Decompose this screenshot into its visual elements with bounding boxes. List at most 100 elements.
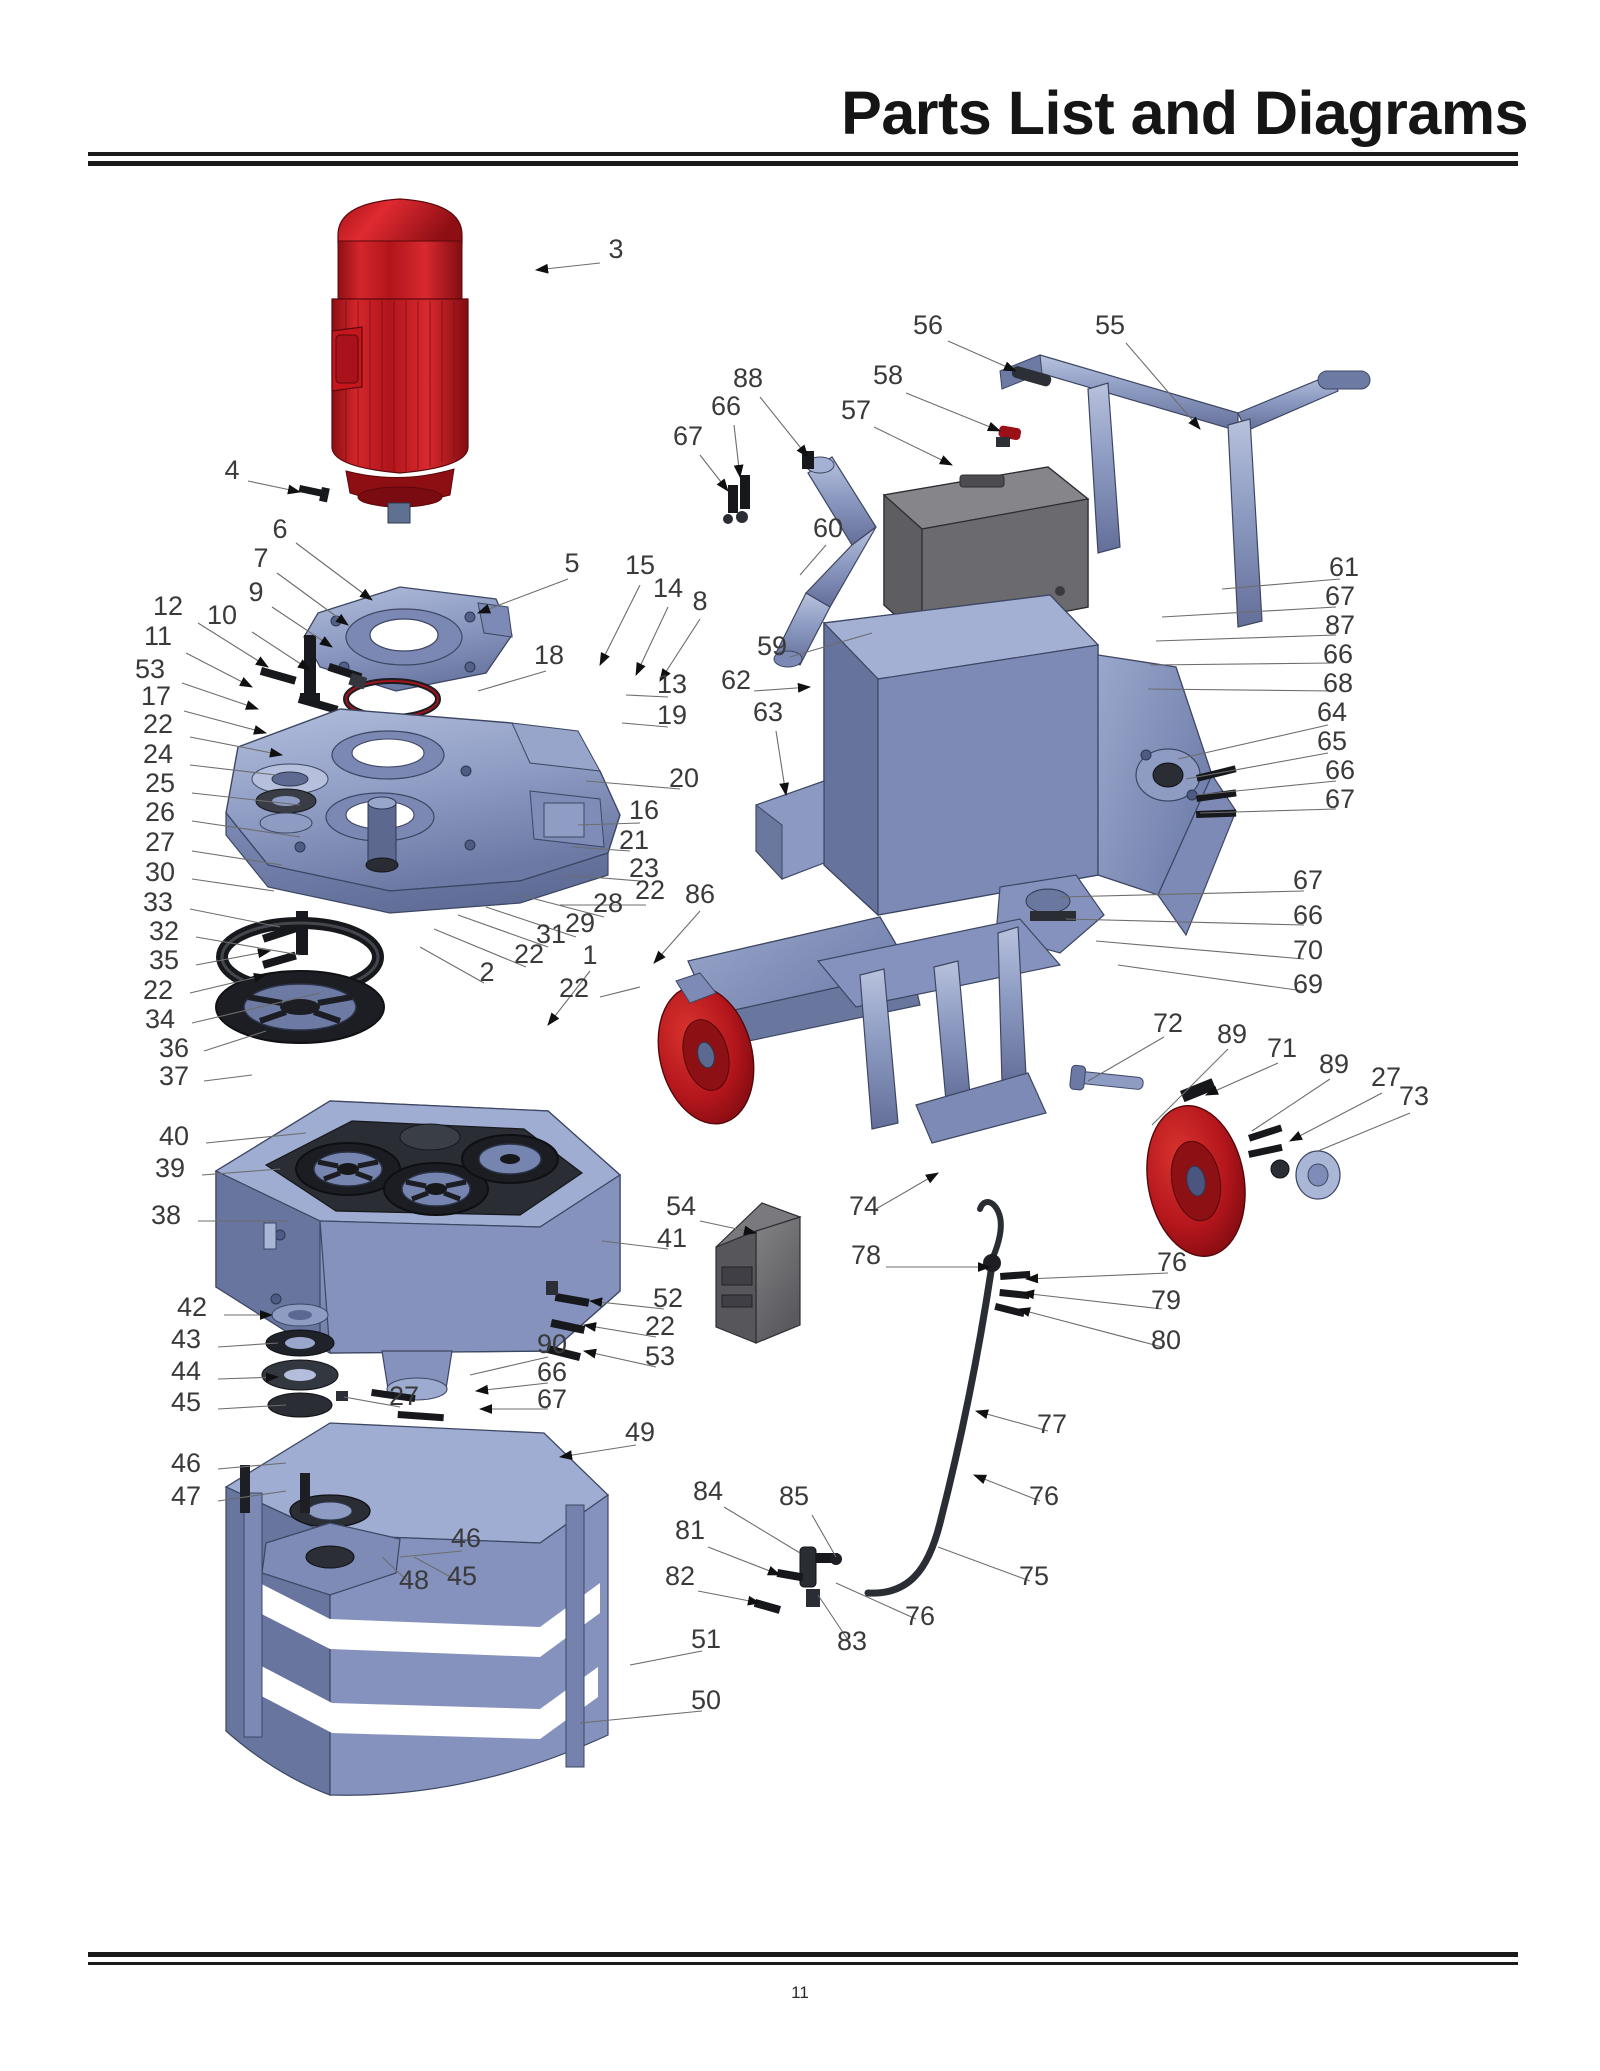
callout-leader <box>635 606 669 676</box>
callout-number: 66 <box>1323 639 1353 669</box>
callout-leader <box>1155 634 1337 642</box>
fastener-fan-lower-right <box>546 1281 590 1361</box>
callout-number: 66 <box>1293 900 1323 930</box>
fastener-group-handle <box>996 366 1052 447</box>
callout-leader <box>195 948 272 966</box>
callout-number: 87 <box>1325 610 1355 640</box>
callout-leader <box>753 682 812 693</box>
lower-chassis-beams <box>687 916 1062 1144</box>
callout-leader <box>197 622 269 668</box>
callout-leader <box>582 1322 657 1338</box>
callout-leader <box>1059 890 1305 898</box>
callout-number: 16 <box>629 795 659 825</box>
callout-leader <box>1221 578 1341 590</box>
callout-number: 90 <box>537 1329 567 1359</box>
callout-number: 23 <box>629 853 659 883</box>
skirt-center-hub <box>240 1465 401 1596</box>
fastener-group-tube <box>723 451 814 524</box>
callout-leader <box>217 1462 287 1470</box>
callout-number: 69 <box>1293 969 1323 999</box>
callout-leader <box>1195 780 1337 796</box>
footer-rule-top <box>88 1952 1518 1957</box>
callout-number: 67 <box>537 1384 567 1414</box>
callout-leader <box>476 578 569 614</box>
callout-number: 44 <box>171 1356 201 1386</box>
callout-number: 39 <box>155 1153 185 1183</box>
callout-number: 22 <box>514 939 544 969</box>
callout-leader <box>1199 808 1337 814</box>
callout-leader <box>381 1556 413 1586</box>
callout-leader <box>413 1556 459 1582</box>
callout-leader <box>699 454 729 492</box>
main-gearbox-plate <box>225 708 621 914</box>
callout-number: 11 <box>144 621 172 651</box>
callout-leader <box>873 426 953 466</box>
callout-number: 56 <box>913 310 943 340</box>
callout-number: 40 <box>159 1121 189 1151</box>
callout-number: 68 <box>1323 668 1353 698</box>
callout-number: 45 <box>447 1561 477 1591</box>
callout-number: 55 <box>1095 310 1125 340</box>
footer-rule-bottom <box>88 1962 1518 1965</box>
callout-leader <box>1147 688 1335 692</box>
callout-number: 38 <box>151 1200 181 1230</box>
callout-number: 3 <box>608 234 623 264</box>
callout-number: 32 <box>149 916 179 946</box>
callout-number: 36 <box>159 1033 189 1063</box>
callout-number: 14 <box>653 573 683 603</box>
callout-number: 10 <box>207 600 237 630</box>
callout-leader <box>565 874 641 882</box>
callout-number: 41 <box>657 1223 687 1253</box>
callout-number: 75 <box>1019 1561 1049 1591</box>
cable-rod-assembly <box>753 1199 1031 1614</box>
callout-leader <box>1149 662 1335 666</box>
callout-leader <box>1204 1062 1279 1096</box>
callout-number: 84 <box>693 1476 723 1506</box>
callout-leader <box>189 908 281 928</box>
callout-leader <box>1161 606 1337 618</box>
callout-leader <box>1177 724 1329 760</box>
callout-number: 66 <box>537 1357 567 1387</box>
callout-number: 30 <box>145 857 175 887</box>
callout-number: 67 <box>673 421 703 451</box>
callout-number: 76 <box>905 1601 935 1631</box>
callout-number: 24 <box>143 739 173 769</box>
callout-leader <box>601 1240 669 1250</box>
callout-number: 45 <box>171 1387 201 1417</box>
callout-number: 79 <box>1151 1285 1181 1315</box>
callout-number: 50 <box>691 1685 721 1715</box>
callout-number: 20 <box>669 763 699 793</box>
callout-number: 22 <box>143 975 173 1005</box>
callout-leader <box>534 262 601 274</box>
callout-number: 22 <box>635 875 665 905</box>
callout-leader <box>972 1474 1041 1502</box>
callout-number: 51 <box>691 1624 721 1654</box>
motor-assembly <box>331 198 469 524</box>
callout-leader <box>185 652 253 688</box>
callout-number: 26 <box>145 797 175 827</box>
callout-leader <box>205 1132 307 1144</box>
callout-number: 86 <box>685 879 715 909</box>
callout-leader <box>621 722 669 728</box>
callout-number: 89 <box>1217 1019 1247 1049</box>
callout-number: 89 <box>1319 1049 1349 1079</box>
callout-number: 54 <box>666 1191 696 1221</box>
callout-leader <box>1087 1036 1165 1082</box>
callout-leader <box>419 946 485 984</box>
callout-leader <box>251 631 311 671</box>
callout-leader <box>203 1074 253 1082</box>
callout-number: 21 <box>619 825 649 855</box>
callout-number: 8 <box>692 586 707 616</box>
callout-leader <box>547 970 591 1026</box>
callout-leader <box>775 730 790 797</box>
callout-number: 57 <box>841 395 871 425</box>
callout-leader <box>271 606 333 648</box>
callout-number: 37 <box>159 1061 189 1091</box>
callout-leader <box>577 822 641 826</box>
rear-wheel <box>1146 1078 1341 1258</box>
callout-leader <box>201 1168 281 1176</box>
callout-leader <box>799 544 827 576</box>
callout-leader <box>629 1650 703 1666</box>
callout-number: 76 <box>1029 1481 1059 1511</box>
